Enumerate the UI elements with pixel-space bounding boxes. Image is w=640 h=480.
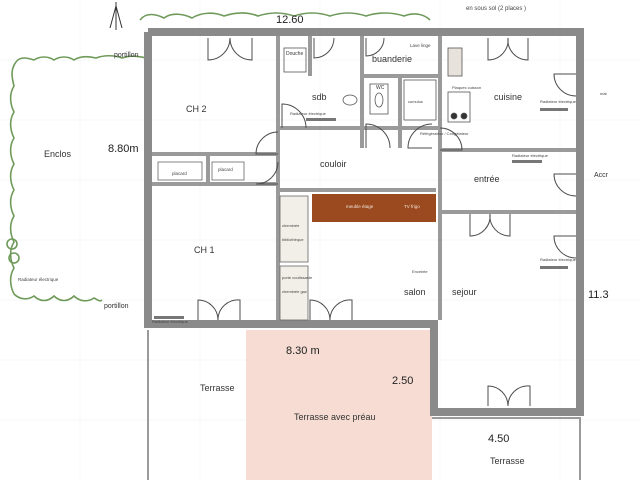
label-cuisine: cuisine xyxy=(494,92,523,102)
label-bibliotheque: bibliothèque xyxy=(282,237,304,242)
dim-preau-depth: 2.50 xyxy=(392,375,414,387)
label-placard-left: placard xyxy=(172,171,187,176)
label-portillon-bottom: portillon xyxy=(104,303,129,310)
label-meuble-etage: meuble étage xyxy=(346,204,374,209)
label-refrigerateur: Réfrigérateur / Congélateur xyxy=(420,131,469,136)
dim-top-width: 12.60 xyxy=(276,14,304,26)
dim-terrace-width: 8.30 m xyxy=(286,345,320,357)
label-portillon-top: portillon xyxy=(114,52,139,59)
bathroom-fixtures xyxy=(283,47,471,123)
garage-note: en sous sol (2 places ) xyxy=(466,6,527,12)
label-radiateur-sdb: Radiateur électrique xyxy=(290,111,326,116)
label-mat: mat xyxy=(600,91,607,96)
antenna-icon xyxy=(109,2,123,30)
label-porte-coulissante: porte coulissante xyxy=(282,275,313,280)
label-douche: Douche xyxy=(286,51,304,57)
label-wc: WC xyxy=(376,85,385,91)
meuble-etage-shape xyxy=(312,194,436,222)
label-buanderie: buanderie xyxy=(372,54,413,64)
label-ch2: CH 2 xyxy=(186,104,207,114)
radiator-symbols xyxy=(154,108,568,319)
label-placard-right: placard xyxy=(218,167,233,172)
label-radiateur-entree: Radiateur électrique xyxy=(512,153,548,158)
label-plaques-cuisson: Plaques cuisson xyxy=(452,85,482,90)
label-tv-frigo: TV frigo xyxy=(404,204,420,209)
dim-left-height: 8.80m xyxy=(108,143,139,155)
label-sejour: sejour xyxy=(452,287,477,297)
label-terrasse-preau: Terrasse avec préau xyxy=(294,412,376,422)
label-cheminee-gaz: cheminée gaz xyxy=(282,289,307,294)
hedge-enclos xyxy=(6,12,431,302)
label-radiateur-cuisine: Radiateur électrique xyxy=(540,99,576,104)
dim-small-terrace: 4.50 xyxy=(488,433,510,445)
label-cumulus: cumulus xyxy=(408,99,423,104)
label-accr: Accr xyxy=(594,172,608,179)
terrace-outline xyxy=(147,330,581,480)
label-sdb: sdb xyxy=(312,92,327,102)
label-terrasse-left: Terrasse xyxy=(200,383,235,393)
preau-area xyxy=(246,330,432,480)
label-cheminee: cheminée xyxy=(282,223,300,228)
door-swings xyxy=(197,37,577,407)
label-couloir: couloir xyxy=(320,159,347,169)
label-salon: salon xyxy=(404,287,426,297)
label-enceinte: Enceinte xyxy=(412,269,428,274)
dim-right-height: 11.3 xyxy=(588,289,609,301)
label-radiateur-sejour: Radiateur électrique xyxy=(540,257,576,262)
label-lave-linge: Lave linge xyxy=(410,43,431,48)
label-enclos: Enclos xyxy=(44,149,72,159)
label-terrasse-right: Terrasse xyxy=(490,456,525,466)
closets xyxy=(157,161,309,321)
label-entree: entrée xyxy=(474,174,500,184)
exterior-walls xyxy=(144,28,584,416)
label-radiateur-outside: Radiateur électrique xyxy=(18,277,59,282)
label-radiateur-ch1: Radiateur électrique xyxy=(152,319,188,324)
label-ch1: CH 1 xyxy=(194,245,215,255)
